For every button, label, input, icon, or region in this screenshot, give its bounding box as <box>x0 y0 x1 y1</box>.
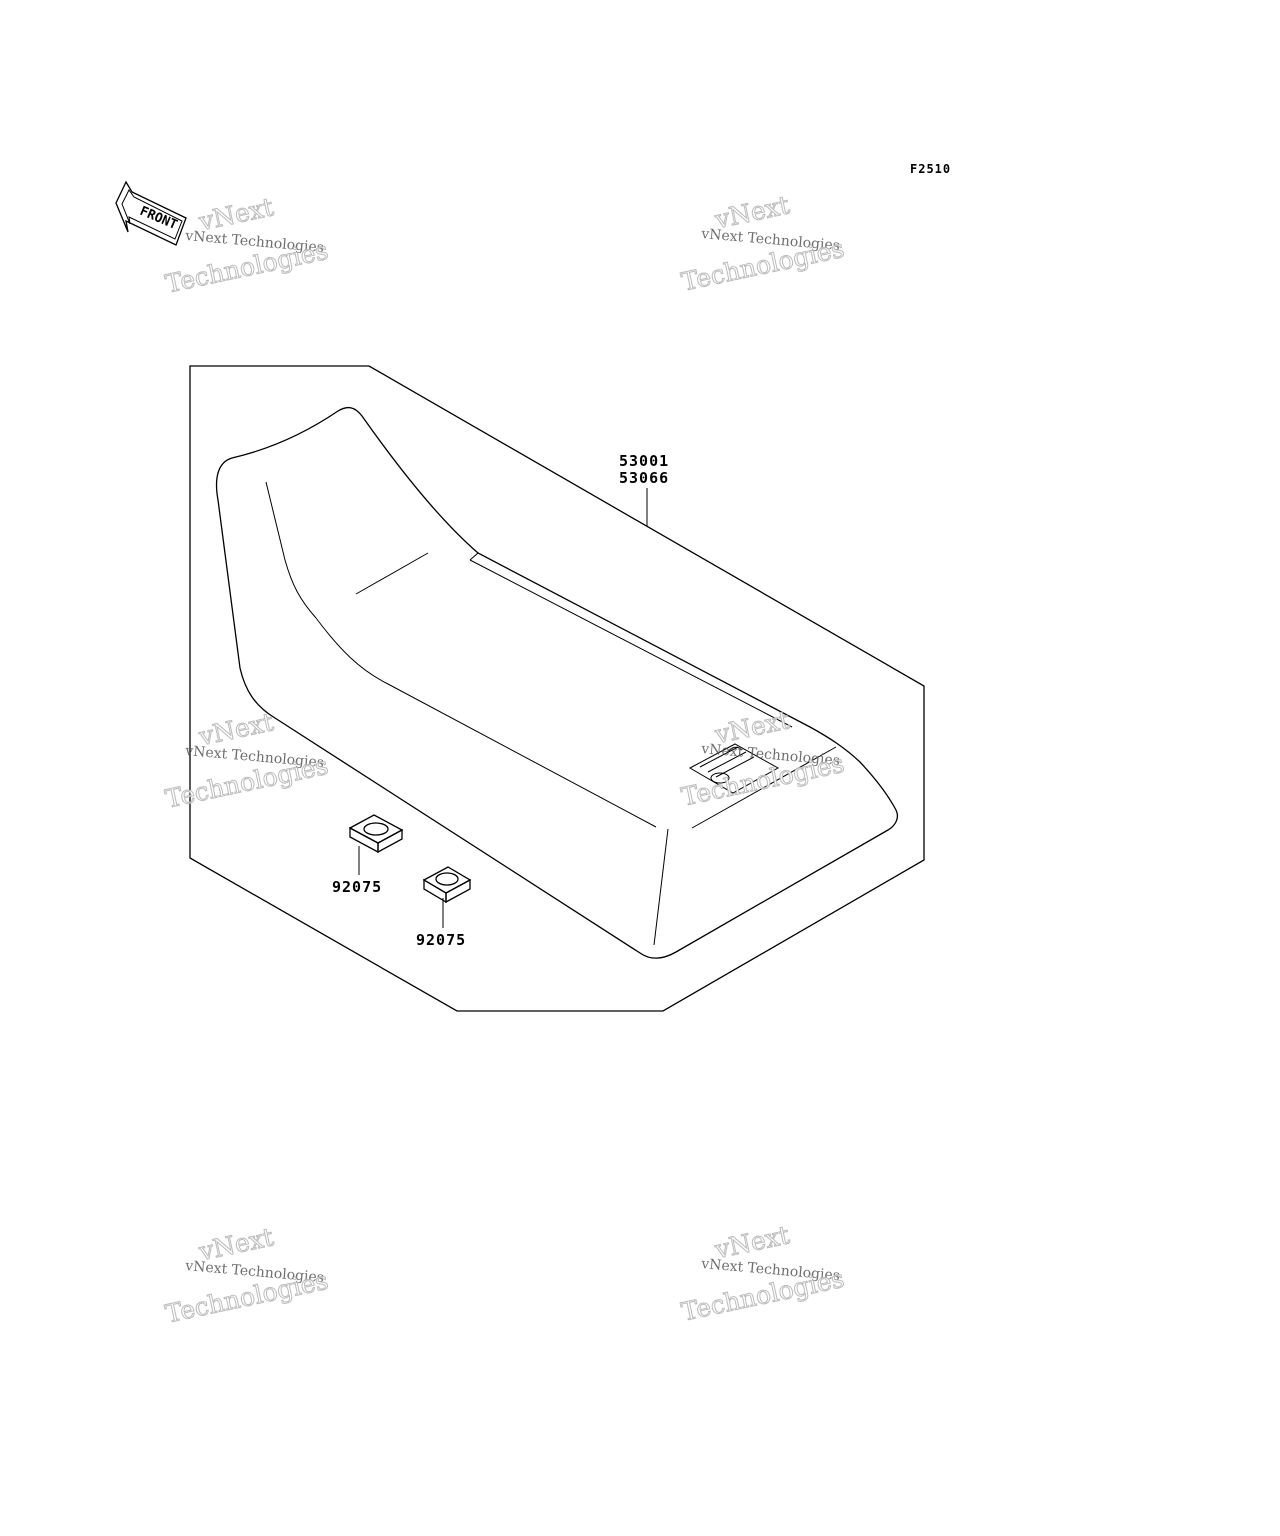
watermark-mid-right: vNext vNext Technologies Technologies <box>678 705 847 812</box>
part-number-92075-b: 92075 <box>416 931 466 949</box>
watermark-mid-left: vNext vNext Technologies Technologies <box>162 707 331 814</box>
assembly-frame <box>189 365 925 1012</box>
watermark-bottom-right: vNext vNext Technologies Technologies <box>678 1220 847 1327</box>
watermark-top-right: vNext vNext Technologies Technologies <box>678 190 847 297</box>
watermark-top-left: vNext vNext Technologies Technologies <box>162 192 331 299</box>
figure-code: F2510 <box>910 162 951 176</box>
part-number-53001: 53001 <box>619 452 669 470</box>
front-arrow-icon: FRONT <box>115 180 187 246</box>
clip-part-1 <box>348 814 404 875</box>
clip-part-2 <box>422 866 472 928</box>
watermark-bottom-left: vNext vNext Technologies Technologies <box>162 1222 331 1329</box>
part-number-92075-a: 92075 <box>332 878 382 896</box>
front-arrow-label: FRONT <box>137 204 179 233</box>
seat-drawing <box>215 406 899 959</box>
part-number-53066: 53066 <box>619 469 669 487</box>
